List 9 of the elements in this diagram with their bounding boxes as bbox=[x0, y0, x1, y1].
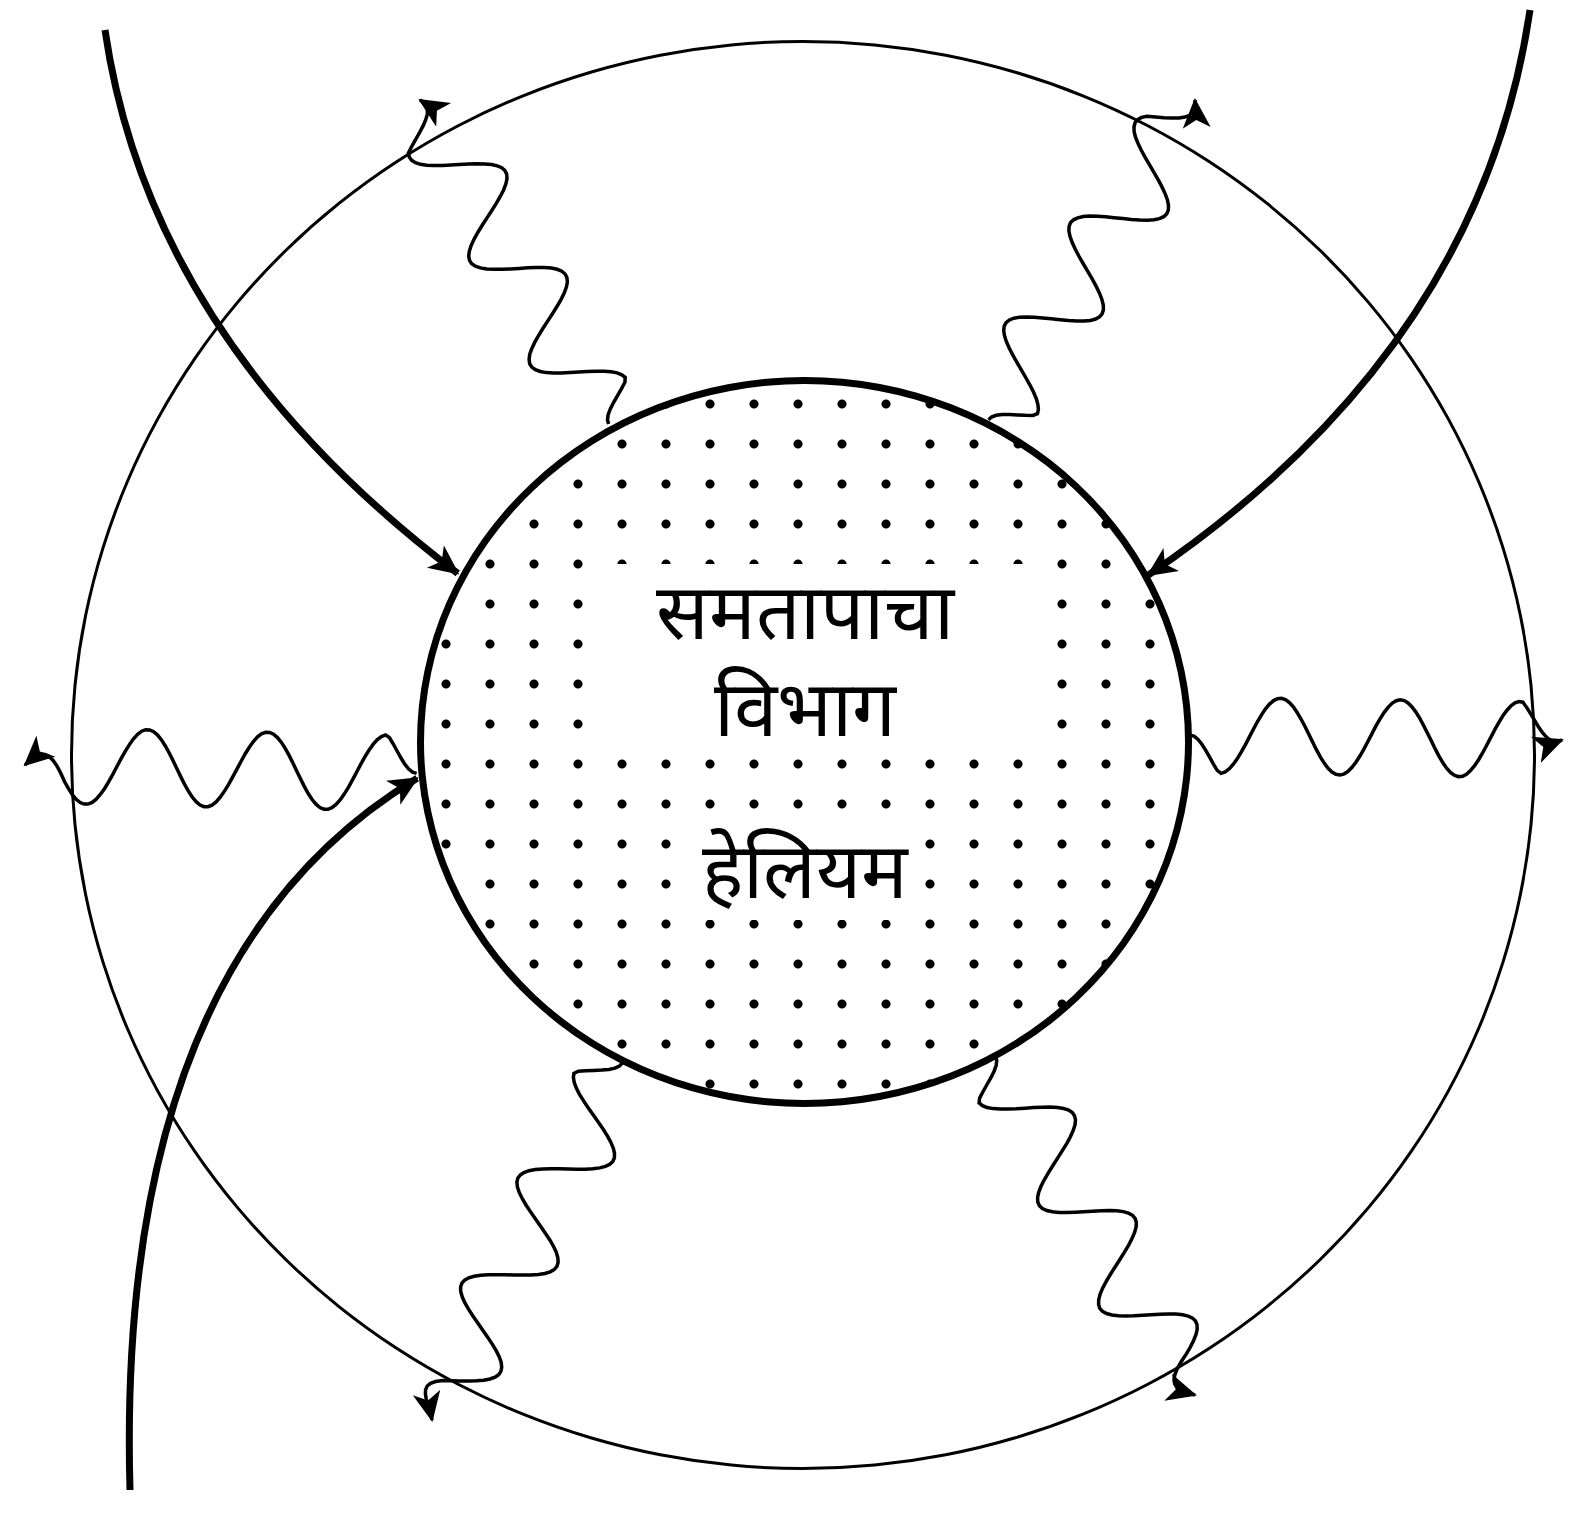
wavy-arrow bbox=[23, 727, 418, 812]
wavy-arrow bbox=[406, 98, 627, 425]
wavy-arrow bbox=[1189, 696, 1564, 779]
wavy-arrow bbox=[987, 98, 1211, 422]
curved-arrow bbox=[101, 29, 460, 577]
curved-arrow bbox=[1146, 9, 1534, 579]
wavy-arrow bbox=[977, 1056, 1199, 1401]
outer-sphere bbox=[70, 40, 1536, 1470]
wavy-arrow bbox=[412, 1061, 624, 1422]
